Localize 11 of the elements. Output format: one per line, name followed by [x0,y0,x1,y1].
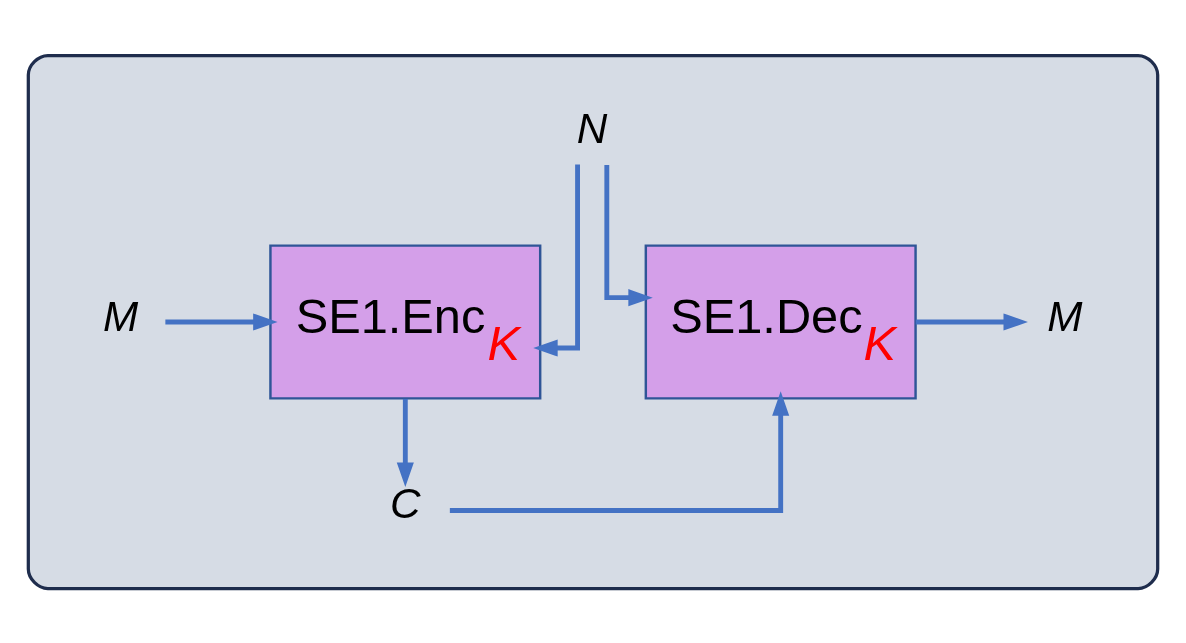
arrow [533,163,580,357]
cluster [26,53,1160,590]
arrow [449,390,790,513]
arrow [604,164,653,306]
arrow [396,398,414,487]
arrow [165,312,278,331]
arrow [915,312,1028,331]
node-text: M [103,292,139,340]
node-text: M [1047,292,1083,340]
node-text: N [576,104,608,152]
node-text: C [389,479,421,527]
